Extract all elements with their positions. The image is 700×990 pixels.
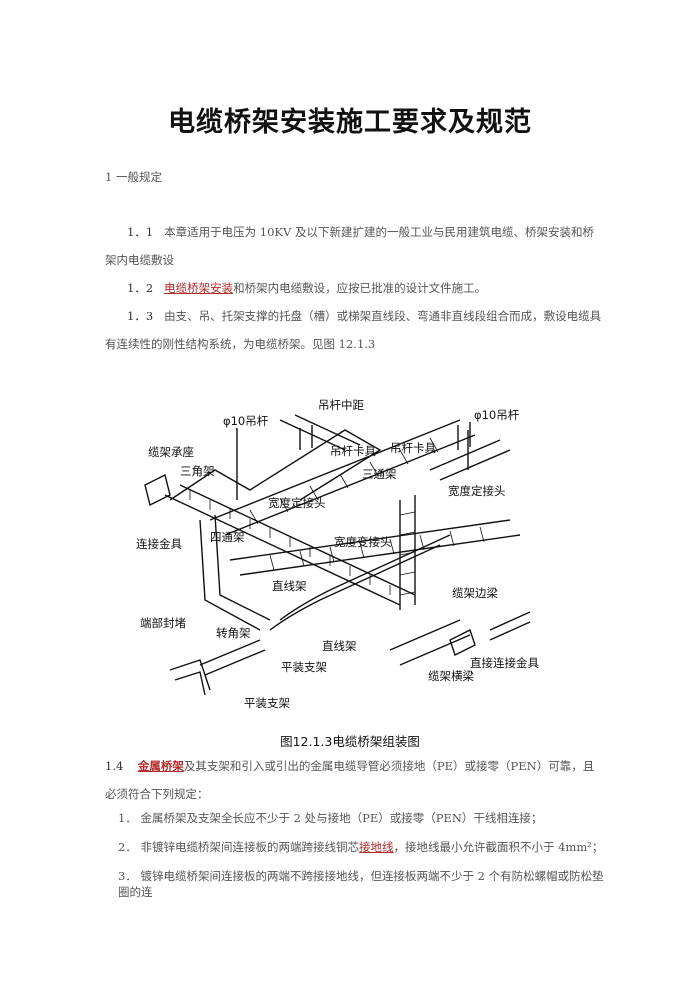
list-item: 3． 镀锌电缆桥架间连接板的两端不跨接接地线，但连接板两端不少于 2 个有防松螺… <box>118 868 608 900</box>
label: 平装支架 <box>244 696 290 710</box>
label: 端部封堵 <box>140 616 186 630</box>
item-text: 金属桥架及支架全长应不少于 2 处与接地（PE）或接零（PEN）干线相连接； <box>140 811 543 825</box>
label: 吊杆中距 <box>318 398 364 412</box>
cable-tray-link[interactable]: 电缆桥架安装 <box>164 281 234 295</box>
item-text: 非镀锌电缆桥架间连接板的两端跨接线铜芯 <box>140 840 359 854</box>
clause-text: 本章适用于电压为 10KV 及以下新建扩建的一般工业与民用建筑电缆、桥架安装和桥… <box>105 225 594 267</box>
label: 直接连接金具 <box>470 656 539 670</box>
label: 宽度变接头 <box>334 535 392 549</box>
paragraph-1-4: 1.4 金属桥架及其支架和引入或引出的金属电缆导管必须接地（PE）或接零（PEN… <box>105 752 605 808</box>
clause-text: 及其支架和引入或引出的金属电缆导管必须接地（PE）或接零（PEN）可靠，且必须符… <box>105 759 595 801</box>
label: 缆架边梁 <box>452 586 498 600</box>
label: 三角架 <box>180 464 215 478</box>
tray-drawing <box>144 414 531 696</box>
item-text: ，接地线最小允许截面积不小于 4mm²； <box>393 840 604 854</box>
label: 平装支架 <box>281 660 327 674</box>
label: φ10吊杆 <box>474 408 520 422</box>
label: 连接金具 <box>136 537 182 551</box>
metal-tray-link[interactable]: 金属桥架 <box>137 759 184 773</box>
label: 四通架 <box>210 530 245 544</box>
paragraph-1-1: 1．1 本章适用于电压为 10KV 及以下新建扩建的一般工业与民用建筑电缆、桥架… <box>105 218 605 274</box>
item-number: 2． <box>118 840 137 854</box>
clause-number: 1．1 <box>127 225 154 239</box>
item-text: 镀锌电缆桥架间连接板的两端不跨接接地线，但连接板两端不少于 2 个有防松螺帽或防… <box>118 869 604 899</box>
label: 缆架承座 <box>148 445 194 459</box>
cable-tray-assembly-diagram: 吊杆中距 φ10吊杆 φ10吊杆 吊杆卡具 吊杆卡具 缆架承座 三角架 三通架 … <box>136 398 539 710</box>
clause-number: 1．3 <box>127 309 154 323</box>
label: 直线架 <box>322 639 357 653</box>
figure-caption: 图12.1.3电缆桥架组装图 <box>280 734 420 749</box>
label: 宽度定接头 <box>448 484 506 498</box>
label: 转角架 <box>216 626 251 640</box>
label: 吊杆卡具 <box>330 444 376 458</box>
diagram-labels: 吊杆中距 φ10吊杆 φ10吊杆 吊杆卡具 吊杆卡具 缆架承座 三角架 三通架 … <box>136 398 539 710</box>
label: 缆架横梁 <box>428 669 474 683</box>
item-number: 3． <box>118 869 137 883</box>
label: 三通架 <box>362 467 397 481</box>
clause-number: 1．2 <box>127 281 154 295</box>
page-title: 电缆桥架安装施工要求及规范 <box>168 107 532 138</box>
ladder-rungs <box>189 437 485 596</box>
list-item: 1． 金属桥架及支架全长应不少于 2 处与接地（PE）或接零（PEN）干线相连接… <box>118 810 608 826</box>
ground-wire-link[interactable]: 接地线 <box>358 840 394 854</box>
clause-text: 由支、吊、托架支撑的托盘（槽）或梯架直线段、弯通非直线段组合而成，敷设电缆具有连… <box>105 309 602 351</box>
list-item: 2． 非镀锌电缆桥架间连接板的两端跨接线铜芯接地线，接地线最小允许截面积不小于 … <box>118 839 608 855</box>
clause-number: 1.4 <box>105 759 124 773</box>
section-heading: 1 一般规定 <box>105 170 162 184</box>
paragraph-1-3: 1．3 由支、吊、托架支撑的托盘（槽）或梯架直线段、弯通非直线段组合而成，敷设电… <box>105 302 605 358</box>
label: 宽度定接头 <box>268 496 326 510</box>
item-number: 1． <box>118 811 137 825</box>
label: φ10吊杆 <box>223 414 269 428</box>
label: 吊杆卡具 <box>390 441 436 455</box>
label: 直线架 <box>272 579 307 593</box>
paragraph-1-2: 1．2 电缆桥架安装和桥架内电缆敷设，应按已批准的设计文件施工。 <box>105 274 605 302</box>
clause-text: 和桥架内电缆敷设，应按已批准的设计文件施工。 <box>233 281 487 295</box>
